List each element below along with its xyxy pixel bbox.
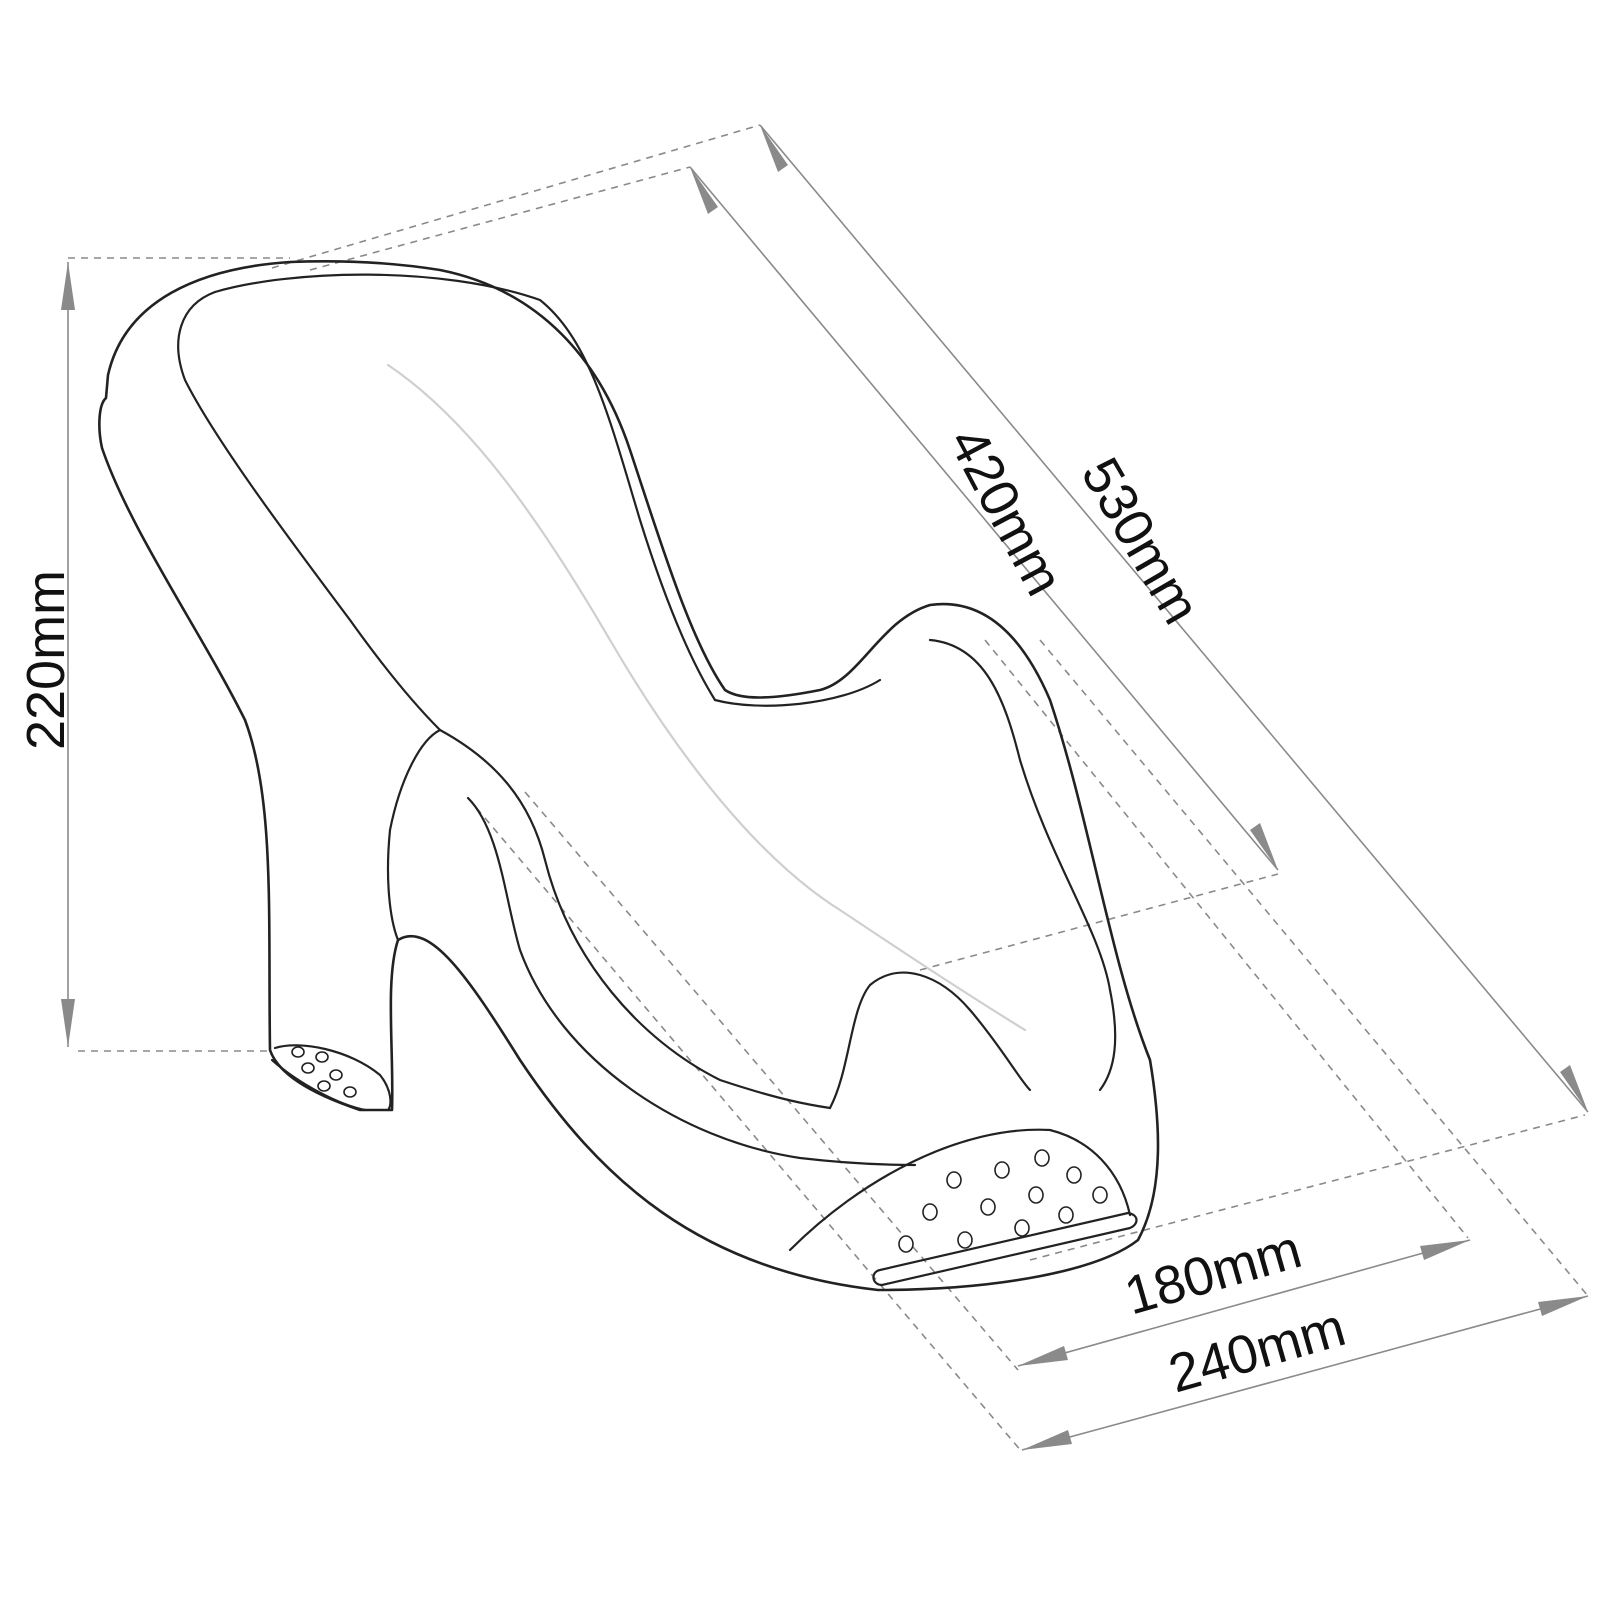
label-seat-length: 420mm <box>937 418 1075 605</box>
extension-lines <box>68 124 1589 1453</box>
dimension-total-width <box>1021 1295 1589 1451</box>
front-pad-dots <box>898 1149 1108 1253</box>
label-height: 220mm <box>16 570 76 750</box>
dimension-seat-length <box>689 166 1279 871</box>
bath-seat-outline <box>98 259 1160 1292</box>
rear-pad-dots <box>291 1046 357 1098</box>
label-total-width: 240mm <box>1162 1297 1352 1404</box>
label-total-length: 530mm <box>1070 448 1212 634</box>
label-inner-width: 180mm <box>1118 1219 1308 1326</box>
dimension-height <box>61 262 75 1047</box>
dimension-inner-width <box>1017 1239 1471 1367</box>
dimension-total-length <box>759 124 1589 1113</box>
